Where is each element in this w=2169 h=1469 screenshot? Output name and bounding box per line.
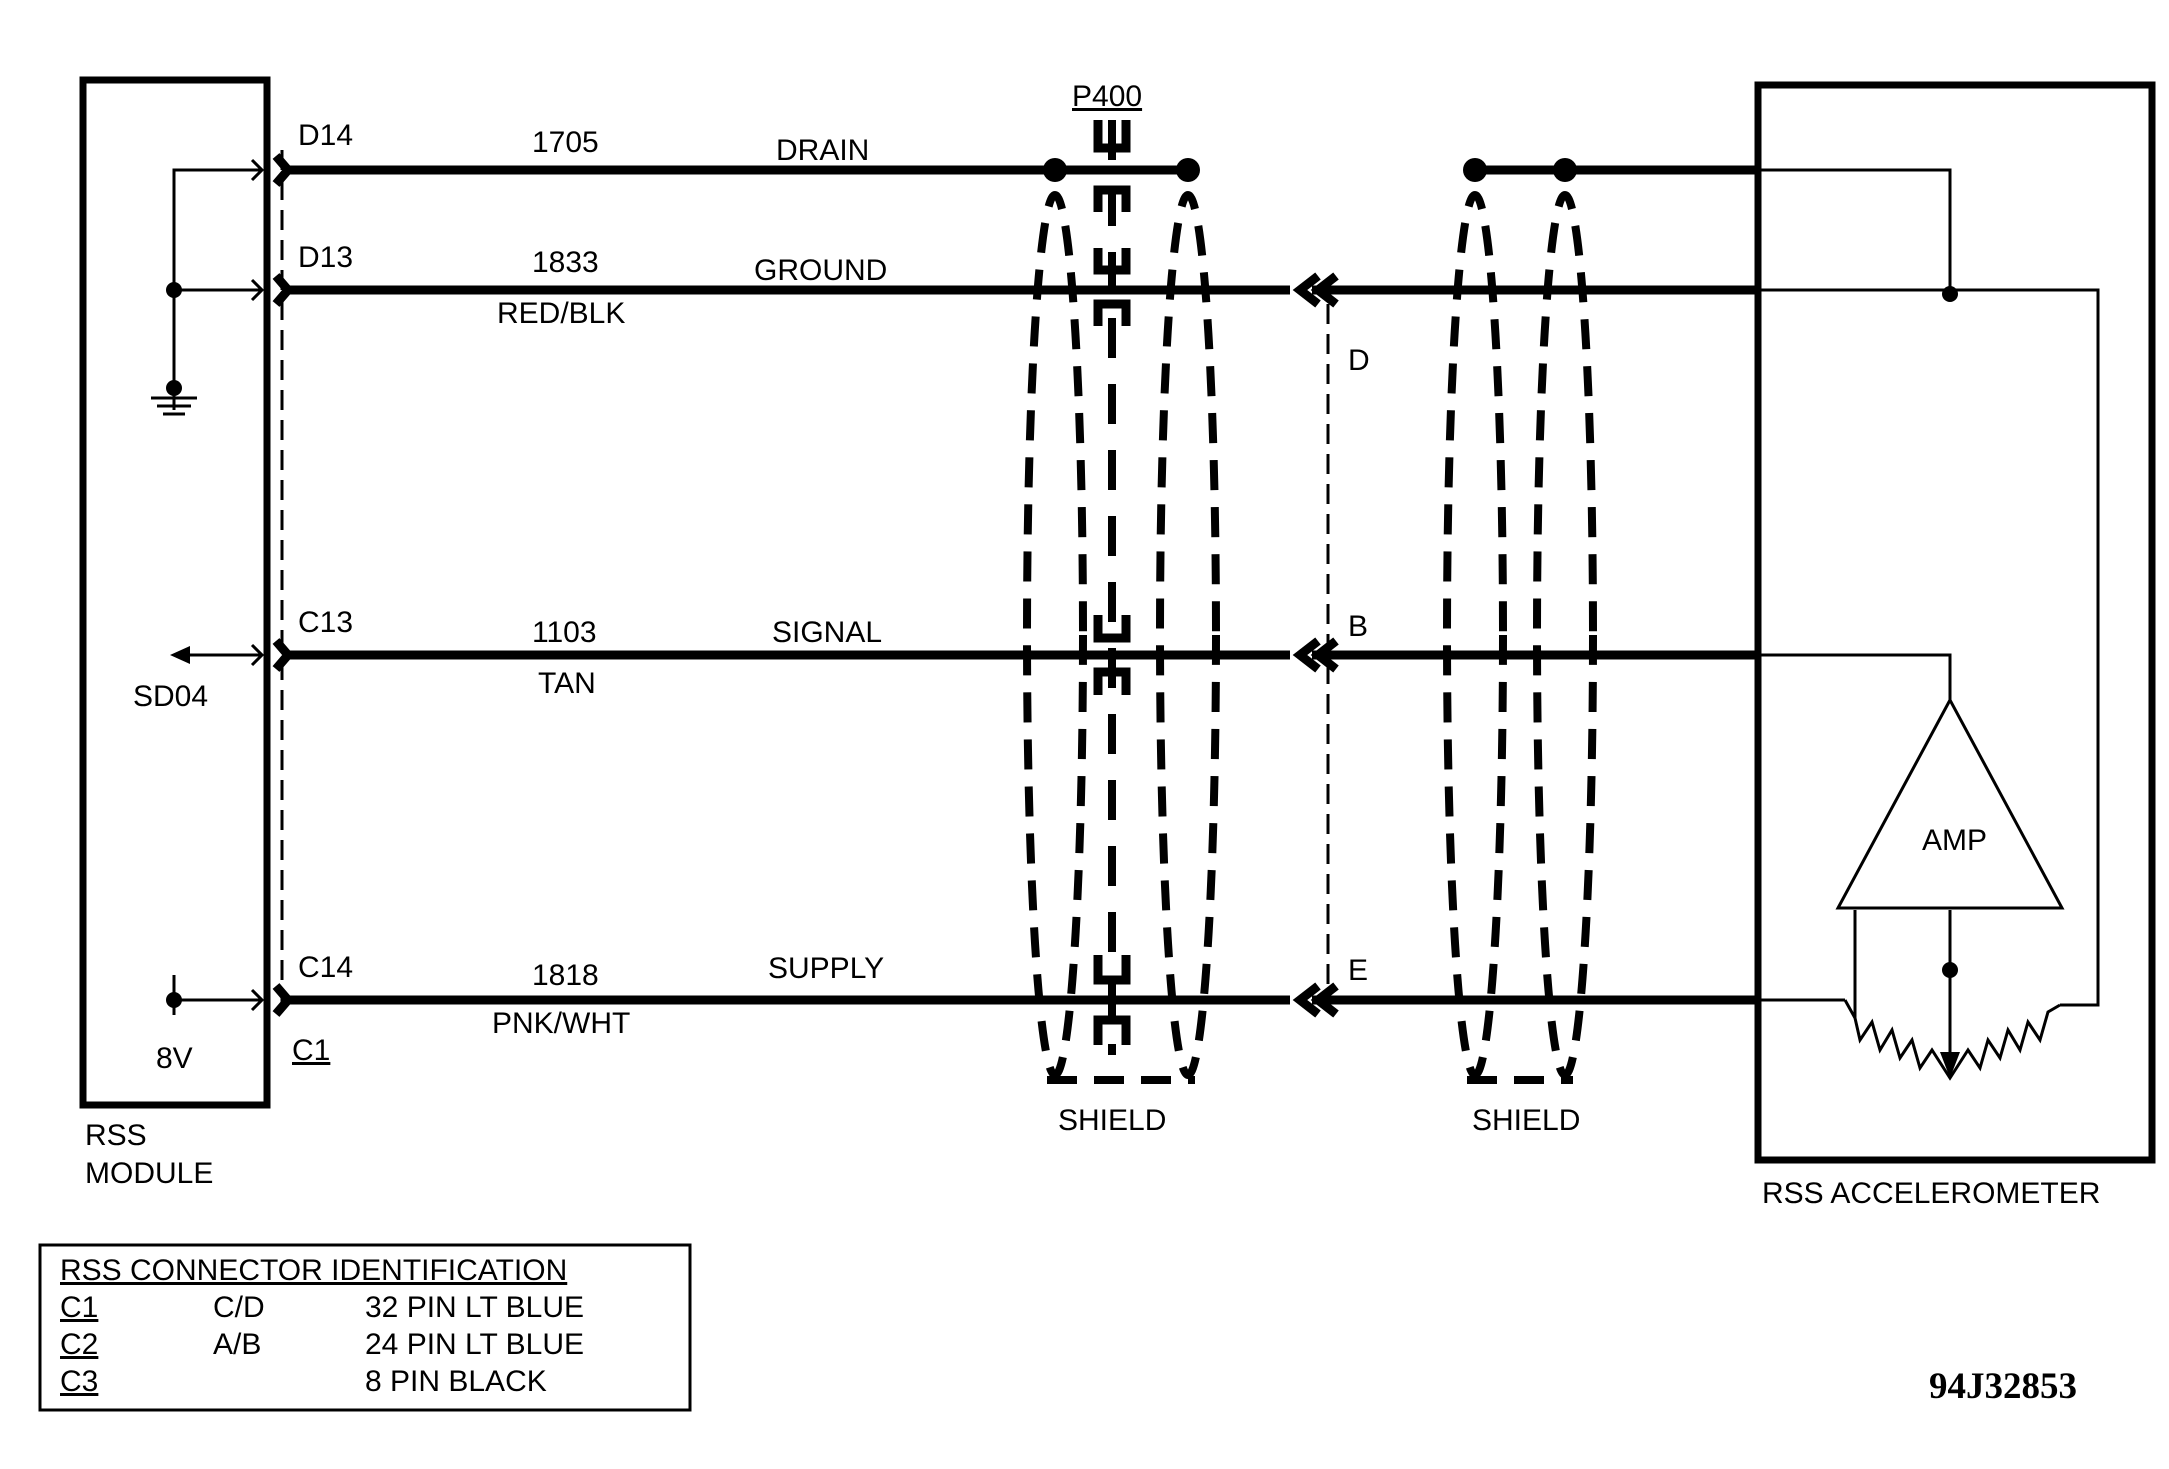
output-arrow-icon (170, 643, 265, 667)
wire-supply-color-label: PNK/WHT (492, 1007, 630, 1040)
accelerometer-internal-wiring (1758, 168, 2100, 1078)
wire-ground-name-label: GROUND (754, 254, 887, 287)
rss-accelerometer-box (1754, 81, 2156, 1164)
table-row-c3-id: C3 (60, 1365, 98, 1398)
wire-drain-circuit-label: 1705 (532, 126, 599, 159)
table-row-c2-id: C2 (60, 1328, 98, 1361)
splice-p400-label: P400 (1072, 80, 1142, 113)
remote-pin-e-label: E (1348, 954, 1368, 987)
supply-voltage-label: 8V (156, 1042, 193, 1075)
potentiometer-resistor-icon (1843, 999, 2061, 1081)
figure-code: 94J32853 (1929, 1366, 2077, 1407)
wire-drain (288, 158, 1200, 182)
wire-supply-name-label: SUPPLY (768, 952, 884, 985)
amplifier-symbol (1835, 696, 2065, 910)
supply-arrow-icon (166, 975, 265, 1015)
module-label-line1: RSS (85, 1119, 147, 1152)
table-row-c1-pins: C/D (213, 1291, 265, 1324)
rss-module-box (79, 76, 271, 1109)
connector-c1-label: C1 (292, 1034, 330, 1067)
shield-right-label: SHIELD (1472, 1104, 1580, 1137)
table-row-c1-id: C1 (60, 1291, 98, 1324)
wire-signal-circuit-label: 1103 (532, 616, 597, 649)
module-ground-network (166, 158, 265, 410)
accelerometer-label: RSS ACCELEROMETER (1762, 1177, 2100, 1210)
table-row-c2-pins: A/B (213, 1328, 261, 1361)
ground-icon (151, 380, 197, 416)
wire-c14-pin-label: C14 (298, 951, 353, 984)
amp-label: AMP (1922, 824, 1987, 857)
shield-right (1443, 158, 1758, 1084)
wire-drain-name-label: DRAIN (776, 134, 869, 167)
shield-left-label: SHIELD (1058, 1104, 1166, 1137)
table-row-c3-desc: 8 PIN BLACK (365, 1365, 547, 1398)
wire-d14-pin-label: D14 (298, 119, 353, 152)
remote-pin-d-label: D (1348, 344, 1370, 377)
module-label-line2: MODULE (85, 1157, 213, 1190)
wire-signal-name-label: SIGNAL (772, 616, 882, 649)
shield-left (1023, 191, 1220, 1084)
remote-connector (1292, 272, 1339, 1018)
wire-ground-circuit-label: 1833 (532, 246, 599, 279)
connector-table-title: RSS CONNECTOR IDENTIFICATION (60, 1254, 567, 1287)
wire-supply-circuit-label: 1818 (532, 959, 599, 992)
output-label: SD04 (133, 680, 208, 713)
wire-d13-pin-label: D13 (298, 241, 353, 274)
wire-ground-color-label: RED/BLK (497, 297, 625, 330)
remote-pin-b-label: B (1348, 610, 1368, 643)
connector-table-box (38, 1243, 692, 1412)
table-row-c2-desc: 24 PIN LT BLUE (365, 1328, 584, 1361)
wire-signal-color-label: TAN (538, 667, 596, 700)
splice-p400-symbol (1093, 120, 1131, 1055)
table-row-c1-desc: 32 PIN LT BLUE (365, 1291, 584, 1324)
wire-c13-pin-label: C13 (298, 606, 353, 639)
